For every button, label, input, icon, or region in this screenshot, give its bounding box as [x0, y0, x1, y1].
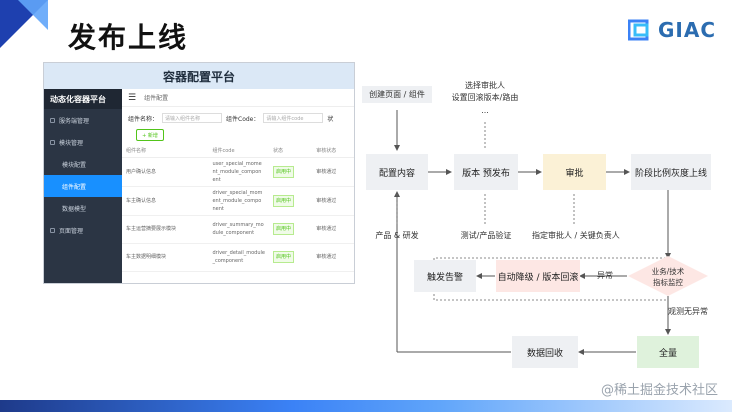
- server-icon: [50, 117, 55, 123]
- code-filter-label: 组件Code：: [226, 115, 260, 123]
- sidebar-item-label: 模块管理: [59, 139, 84, 147]
- breadcrumb-current: 组件配置: [144, 95, 169, 102]
- cell-name: 车主数据明细模块: [122, 243, 209, 272]
- component-table: 组件名称 组件code 状态 审核状态 用户确认信息 user_special_…: [122, 145, 354, 272]
- cell-review: 审核通过: [312, 157, 354, 187]
- status-filter-label: 状: [327, 115, 334, 123]
- sidebar-item-module-config[interactable]: 模块配置: [44, 153, 122, 175]
- cell-status: 启用中: [268, 157, 313, 187]
- no-exception-label: 观测无异常: [668, 307, 708, 316]
- slide-title: 发布上线: [68, 21, 189, 54]
- note-approver-owner: 指定审批人 / 关键负责人: [532, 231, 620, 240]
- step-approval: 审批: [543, 154, 606, 190]
- sidebar-item-component-config[interactable]: 组件配置: [44, 175, 122, 197]
- note-approver-setup: 选择审批人 设置回滚版本/路由: [451, 81, 519, 102]
- add-button[interactable]: + 新增: [136, 129, 164, 141]
- container-config-app: 容器配置平台 动态化容器平台 服务端管理 模块管理 模块配置 组件配置 数据模型…: [43, 62, 355, 284]
- exception-label: 异常: [597, 271, 613, 280]
- cell-code: driver_detail_module _component: [208, 243, 269, 272]
- sidebar-item-label: 组件配置: [62, 183, 87, 191]
- step-full-release: 全量: [637, 336, 699, 368]
- col-header-status: 状态: [268, 145, 313, 158]
- col-header-name: 组件名称: [122, 145, 209, 158]
- sidebar-header: 动态化容器平台: [44, 89, 122, 109]
- status-badge: 启用中: [272, 251, 294, 263]
- cell-review: 审核通过: [312, 186, 354, 216]
- page-icon: [50, 227, 55, 233]
- status-badge: 启用中: [272, 165, 294, 178]
- watermark: @稀土掘金技术社区: [600, 383, 718, 398]
- step-alert: 触发告警: [414, 260, 476, 292]
- menu-toggle-icon[interactable]: ☰: [128, 92, 137, 103]
- cell-code: driver_summary_mo dule_component: [208, 215, 269, 244]
- cell-name: 用户确认信息: [122, 157, 209, 187]
- sidebar: 动态化容器平台 服务端管理 模块管理 模块配置 组件配置 数据模型 页面管理: [44, 89, 122, 283]
- step-config-content: 配置内容: [366, 154, 428, 190]
- step-data-recycle: 数据回收: [512, 336, 578, 368]
- sidebar-item-label: 服务端管理: [59, 117, 90, 125]
- sidebar-item-label: 数据模型: [62, 205, 87, 213]
- cell-name: 车主运营摘要展示模块: [122, 215, 209, 244]
- logo-text: GIAC: [657, 18, 716, 42]
- sidebar-item-pages[interactable]: 页面管理: [44, 219, 122, 241]
- step-rollback: 自动降级 / 版本回滚: [496, 260, 580, 292]
- giac-logo-icon: [627, 19, 649, 41]
- note-test-verify: 测试/产品验证: [460, 231, 512, 240]
- name-filter-input[interactable]: 请输入组件名称: [162, 113, 223, 123]
- sidebar-item-label: 页面管理: [59, 227, 84, 235]
- cell-code: user_special_mome nt_module_compon ent: [208, 157, 269, 187]
- monitor-diamond: [628, 256, 708, 296]
- status-badge: 启用中: [272, 223, 294, 235]
- cell-code: driver_special_mom ent_module_compo nent: [208, 186, 269, 216]
- status-badge: 启用中: [272, 194, 294, 207]
- breadcrumb: ☰ 组件配置: [122, 89, 354, 107]
- sidebar-item-server[interactable]: 服务端管理: [44, 109, 122, 131]
- step-grayscale: 阶段比例灰度上线: [631, 154, 711, 190]
- table-row[interactable]: 用户确认信息 user_special_mome nt_module_compo…: [122, 157, 354, 187]
- giac-logo: GIAC: [627, 18, 716, 42]
- cell-review: 审核通过: [312, 243, 354, 272]
- bottom-gradient-bar: [0, 400, 732, 412]
- flow-start-label: 创建页面 / 组件: [362, 86, 432, 103]
- note-ellipsis: ...: [481, 106, 489, 115]
- col-header-code: 组件code: [208, 145, 269, 158]
- cell-review: 审核通过: [312, 215, 354, 244]
- sidebar-item-label: 模块配置: [62, 161, 87, 169]
- name-filter-label: 组件名称：: [128, 115, 159, 123]
- step-prerelease: 版本 预发布: [454, 154, 518, 190]
- cell-status: 启用中: [268, 243, 313, 272]
- main-content: ☰ 组件配置 组件名称： 请输入组件名称 组件Code： 请输入组件code 状…: [122, 89, 354, 283]
- table-row[interactable]: 车主数据明细模块 driver_detail_module _component…: [122, 243, 354, 272]
- sidebar-item-modules[interactable]: 模块管理: [44, 131, 122, 153]
- table-row[interactable]: 车主确认信息 driver_special_mom ent_module_com…: [122, 186, 354, 216]
- monitor-label: 业务/技术 指标监控: [651, 267, 685, 287]
- cell-status: 启用中: [268, 215, 313, 244]
- sidebar-item-data-model[interactable]: 数据模型: [44, 197, 122, 219]
- note-product-rd: 产品 & 研发: [375, 231, 419, 240]
- filter-row: 组件名称： 请输入组件名称 组件Code： 请输入组件code 状: [122, 109, 354, 127]
- col-header-review: 审核状态: [312, 145, 354, 158]
- corner-decoration: [0, 0, 48, 48]
- code-filter-input[interactable]: 请输入组件code: [263, 113, 324, 123]
- table-row[interactable]: 车主运营摘要展示模块 driver_summary_mo dule_compon…: [122, 215, 354, 244]
- cell-status: 启用中: [268, 186, 313, 216]
- app-title: 容器配置平台: [44, 63, 354, 89]
- module-icon: [50, 139, 55, 145]
- cell-name: 车主确认信息: [122, 186, 209, 216]
